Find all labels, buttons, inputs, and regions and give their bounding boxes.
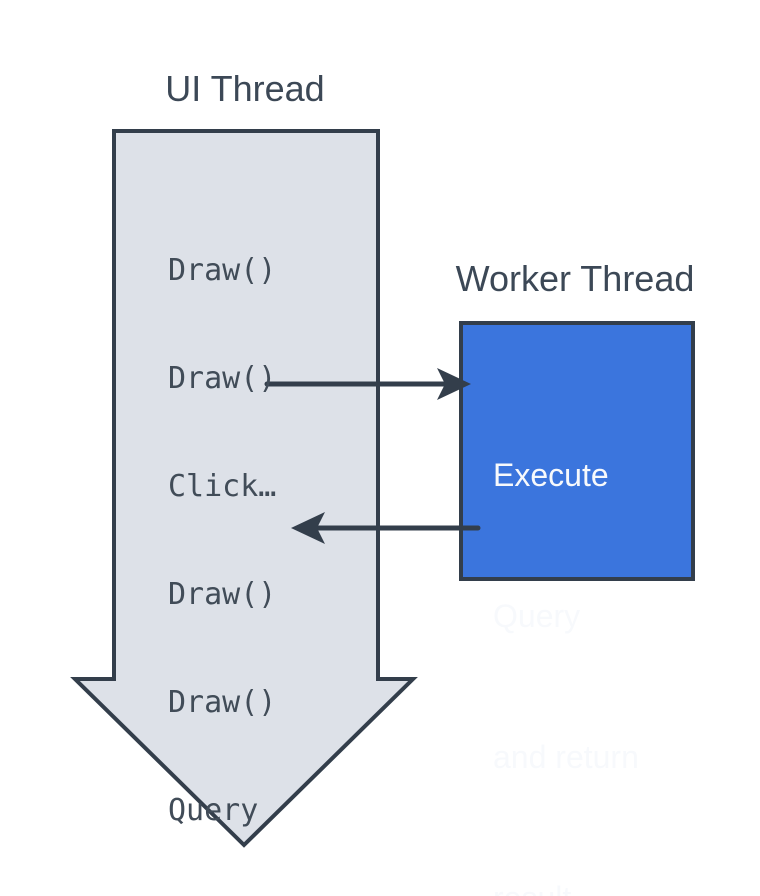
result-arrow — [291, 512, 481, 544]
worker-thread-title: Worker Thread — [455, 258, 695, 299]
operation-item: Click… — [168, 469, 277, 504]
ui-thread-operations: Draw() Draw() Click… Draw() Draw() Query… — [168, 181, 349, 896]
result-arrowhead-icon — [291, 512, 325, 544]
operation-item: Draw() — [168, 361, 277, 396]
operation-item: Draw() — [168, 253, 277, 288]
ui-thread-title: UI Thread — [165, 68, 325, 109]
ui-thread-arrow-shape — [70, 129, 418, 848]
worker-description-line: Execute — [493, 457, 609, 493]
worker-description-line: and return — [493, 739, 639, 775]
operation-item-query: Query — [168, 793, 259, 828]
operation-item: Draw() — [168, 685, 277, 720]
worker-thread-box — [459, 321, 695, 581]
query-arrowhead-icon — [437, 368, 471, 400]
query-arrow — [264, 368, 471, 400]
operation-item: Draw() — [168, 577, 277, 612]
worker-description-line: Query — [493, 598, 581, 634]
worker-description-line: result — [493, 875, 683, 896]
worker-thread-description: Execute Query and return result — [493, 358, 683, 896]
